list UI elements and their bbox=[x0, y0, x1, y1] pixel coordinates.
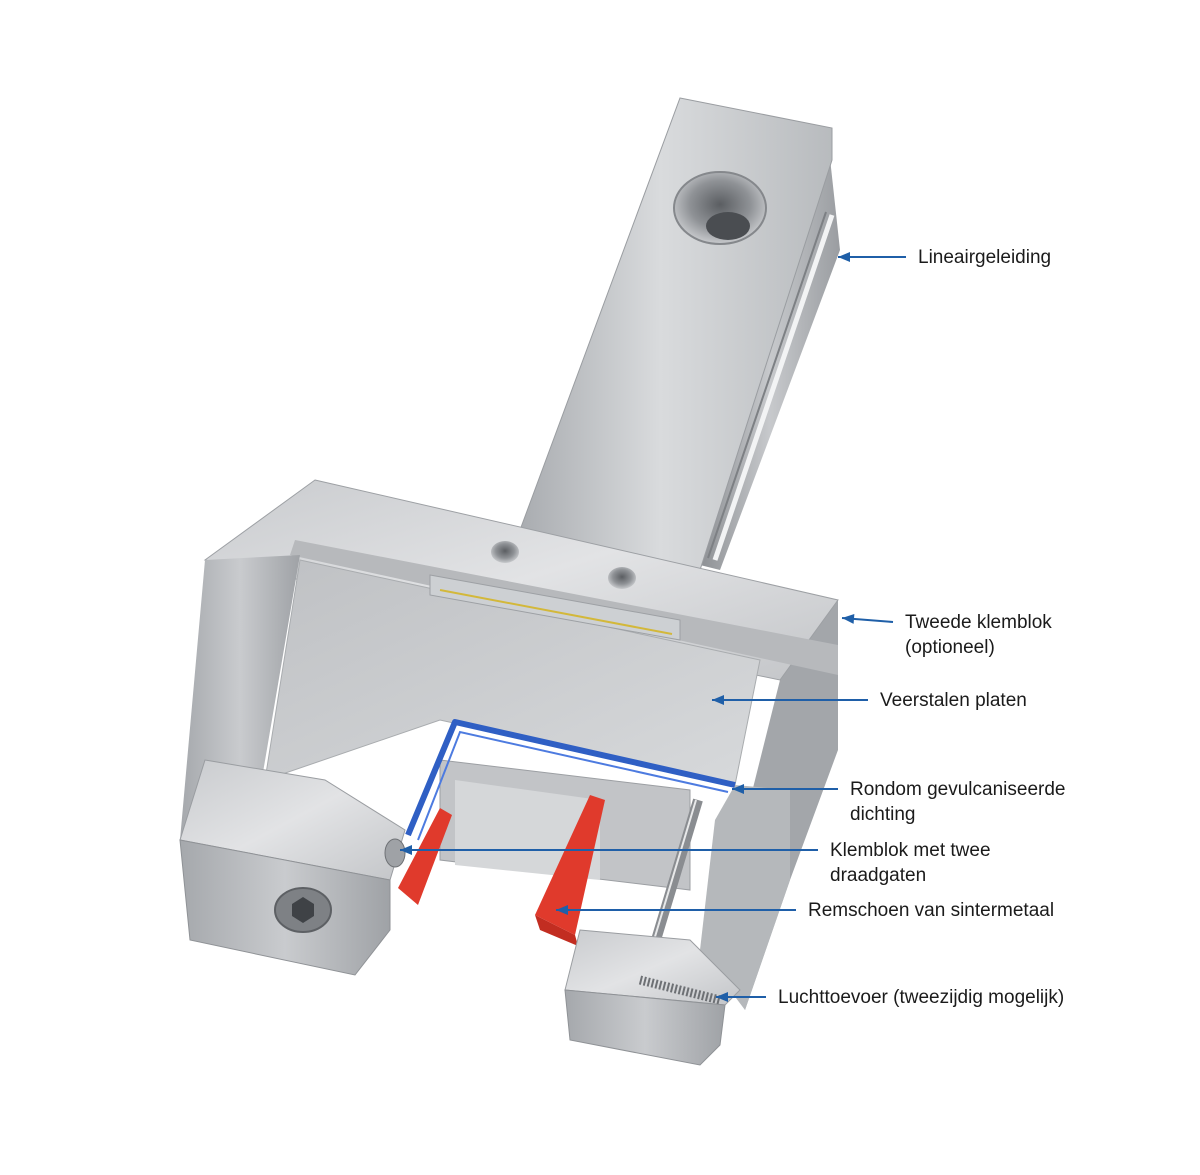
air-channel-highlight bbox=[647, 799, 697, 961]
vulcanized-seal bbox=[405, 719, 736, 837]
threaded-hole-2 bbox=[608, 567, 636, 589]
leader-air-supply-arrowhead-icon bbox=[716, 992, 728, 1002]
label-second-clamp-block-line2: (optioneel) bbox=[905, 637, 995, 658]
linear-rail bbox=[519, 97, 840, 571]
label-spring-plates-text: Veerstalen platen bbox=[880, 690, 1027, 711]
air-inlet-thread bbox=[638, 975, 722, 1005]
label-second-clamp-block-line1: Tweede klemblok bbox=[905, 612, 1052, 633]
leader-brake-shoe-arrowhead-icon bbox=[556, 905, 568, 915]
label-air-supply: Luchttoevoer (tweezijdig mogelijk) bbox=[778, 985, 1064, 1010]
leader-second-block-arrowhead-icon bbox=[842, 613, 855, 624]
brake-shoe-left bbox=[398, 808, 452, 905]
rail-groove-shadow bbox=[707, 211, 827, 559]
leader-seal-arrowhead-icon bbox=[732, 784, 744, 794]
brake-shoe-right bbox=[535, 795, 605, 935]
label-seal: Rondom gevulcaniseerde dichting bbox=[850, 777, 1065, 827]
label-clamp-block-line1: Klemblok met twee bbox=[830, 840, 991, 861]
leader-clamp-block-arrowhead-icon bbox=[400, 845, 412, 855]
threaded-hole-1 bbox=[491, 541, 519, 563]
clamp-housing bbox=[179, 479, 839, 1066]
housing-front-right bbox=[700, 785, 790, 1010]
rail-through-hole bbox=[706, 212, 750, 240]
label-brake-shoe-text: Remschoen van sintermetaal bbox=[808, 900, 1055, 921]
air-channel-tube bbox=[645, 798, 703, 962]
label-linear-guide-text: Lineairgeleiding bbox=[918, 247, 1052, 268]
label-spring-plates: Veerstalen platen bbox=[880, 688, 1027, 713]
label-clamp-block-line2: draadgaten bbox=[830, 865, 927, 886]
rail-groove bbox=[712, 214, 835, 561]
right-end-block-front bbox=[564, 989, 726, 1066]
vulcanized-seal-inner bbox=[417, 730, 729, 841]
label-second-clamp-block: Tweede klemblok (optioneel) bbox=[905, 610, 1052, 660]
leader-plates-arrowhead-icon bbox=[712, 695, 724, 705]
label-clamp-block: Klemblok met twee draadgaten bbox=[830, 838, 991, 888]
label-air-supply-text: Luchttoevoer (tweezijdig mogelijk) bbox=[778, 987, 1065, 1008]
clamp-block-thread bbox=[384, 838, 406, 868]
yellow-interlayer bbox=[439, 589, 673, 635]
brake-shoe-right-top bbox=[535, 915, 578, 946]
label-seal-line1: Rondom gevulcaniseerde bbox=[850, 779, 1066, 800]
label-brake-shoe: Remschoen van sintermetaal bbox=[808, 898, 1054, 923]
hex-socket bbox=[292, 897, 314, 923]
label-linear-guide: Lineairgeleiding bbox=[918, 245, 1051, 270]
leader-guide-arrowhead-icon bbox=[838, 252, 850, 262]
label-seal-line2: dichting bbox=[850, 804, 916, 825]
leader-lines bbox=[400, 252, 906, 1002]
